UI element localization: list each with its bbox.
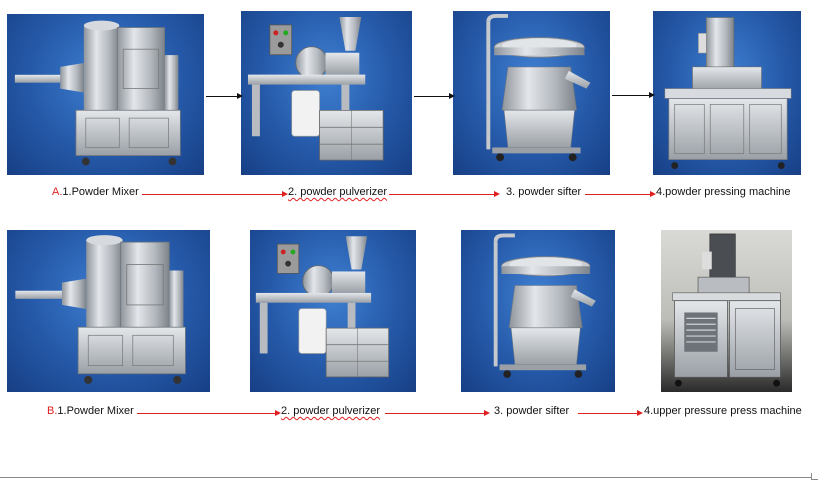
label-b-step-2-text: 2. powder pulverizer bbox=[281, 405, 381, 417]
label-a-step-1-text: 1.Powder Mixer bbox=[62, 186, 139, 198]
page-bottom-rule bbox=[0, 477, 811, 478]
label-b-step-3-text: 3. powder sifter bbox=[494, 405, 570, 417]
connector-arrow-a2 bbox=[414, 93, 455, 99]
photo-b-upper-pressure-press-machine bbox=[661, 230, 792, 392]
flow-arrow-a1 bbox=[142, 191, 288, 197]
flow-arrow-b1 bbox=[137, 410, 281, 416]
photo-b-powder-sifter bbox=[461, 230, 615, 392]
label-b-step-1-text: 1.Powder Mixer bbox=[57, 405, 134, 417]
photo-a-powder-mixer bbox=[7, 14, 204, 175]
photo-a-powder-pulverizer bbox=[241, 11, 412, 175]
label-b-step-4-text: 4.upper pressure press machine bbox=[644, 405, 802, 417]
label-a-step-3: 3. powder sifter bbox=[506, 185, 581, 199]
photo-b-powder-pulverizer bbox=[250, 230, 416, 392]
label-a-step-1: A.1.Powder Mixer bbox=[52, 185, 139, 199]
flow-arrow-b3 bbox=[578, 410, 643, 416]
label-a-step-4: 4.powder pressing machine bbox=[656, 185, 791, 199]
photo-b-powder-mixer bbox=[7, 230, 210, 392]
flow-arrow-a2 bbox=[389, 191, 500, 197]
label-b-step-1: B.1.Powder Mixer bbox=[47, 404, 134, 418]
photo-a-powder-sifter bbox=[453, 11, 610, 175]
photo-a-powder-pressing-machine bbox=[653, 11, 801, 175]
label-b-prefix: B. bbox=[47, 405, 58, 417]
flow-arrow-a3 bbox=[585, 191, 656, 197]
label-a-step-4-text: 4.powder pressing machine bbox=[656, 186, 791, 198]
label-a-step-2-text: 2. powder pulverizer bbox=[288, 186, 388, 198]
connector-arrow-a3 bbox=[612, 92, 655, 98]
label-a-prefix: A. bbox=[52, 186, 63, 198]
label-b-step-4: 4.upper pressure press machine bbox=[644, 404, 802, 418]
label-a-step-2: 2. powder pulverizer bbox=[288, 185, 387, 199]
label-b-step-3: 3. powder sifter bbox=[494, 404, 569, 418]
page-corner-mark bbox=[811, 473, 818, 480]
connector-arrow-a1 bbox=[206, 93, 243, 99]
label-a-step-3-text: 3. powder sifter bbox=[506, 186, 582, 198]
label-b-step-2: 2. powder pulverizer bbox=[281, 404, 380, 418]
flow-arrow-b2 bbox=[385, 410, 490, 416]
